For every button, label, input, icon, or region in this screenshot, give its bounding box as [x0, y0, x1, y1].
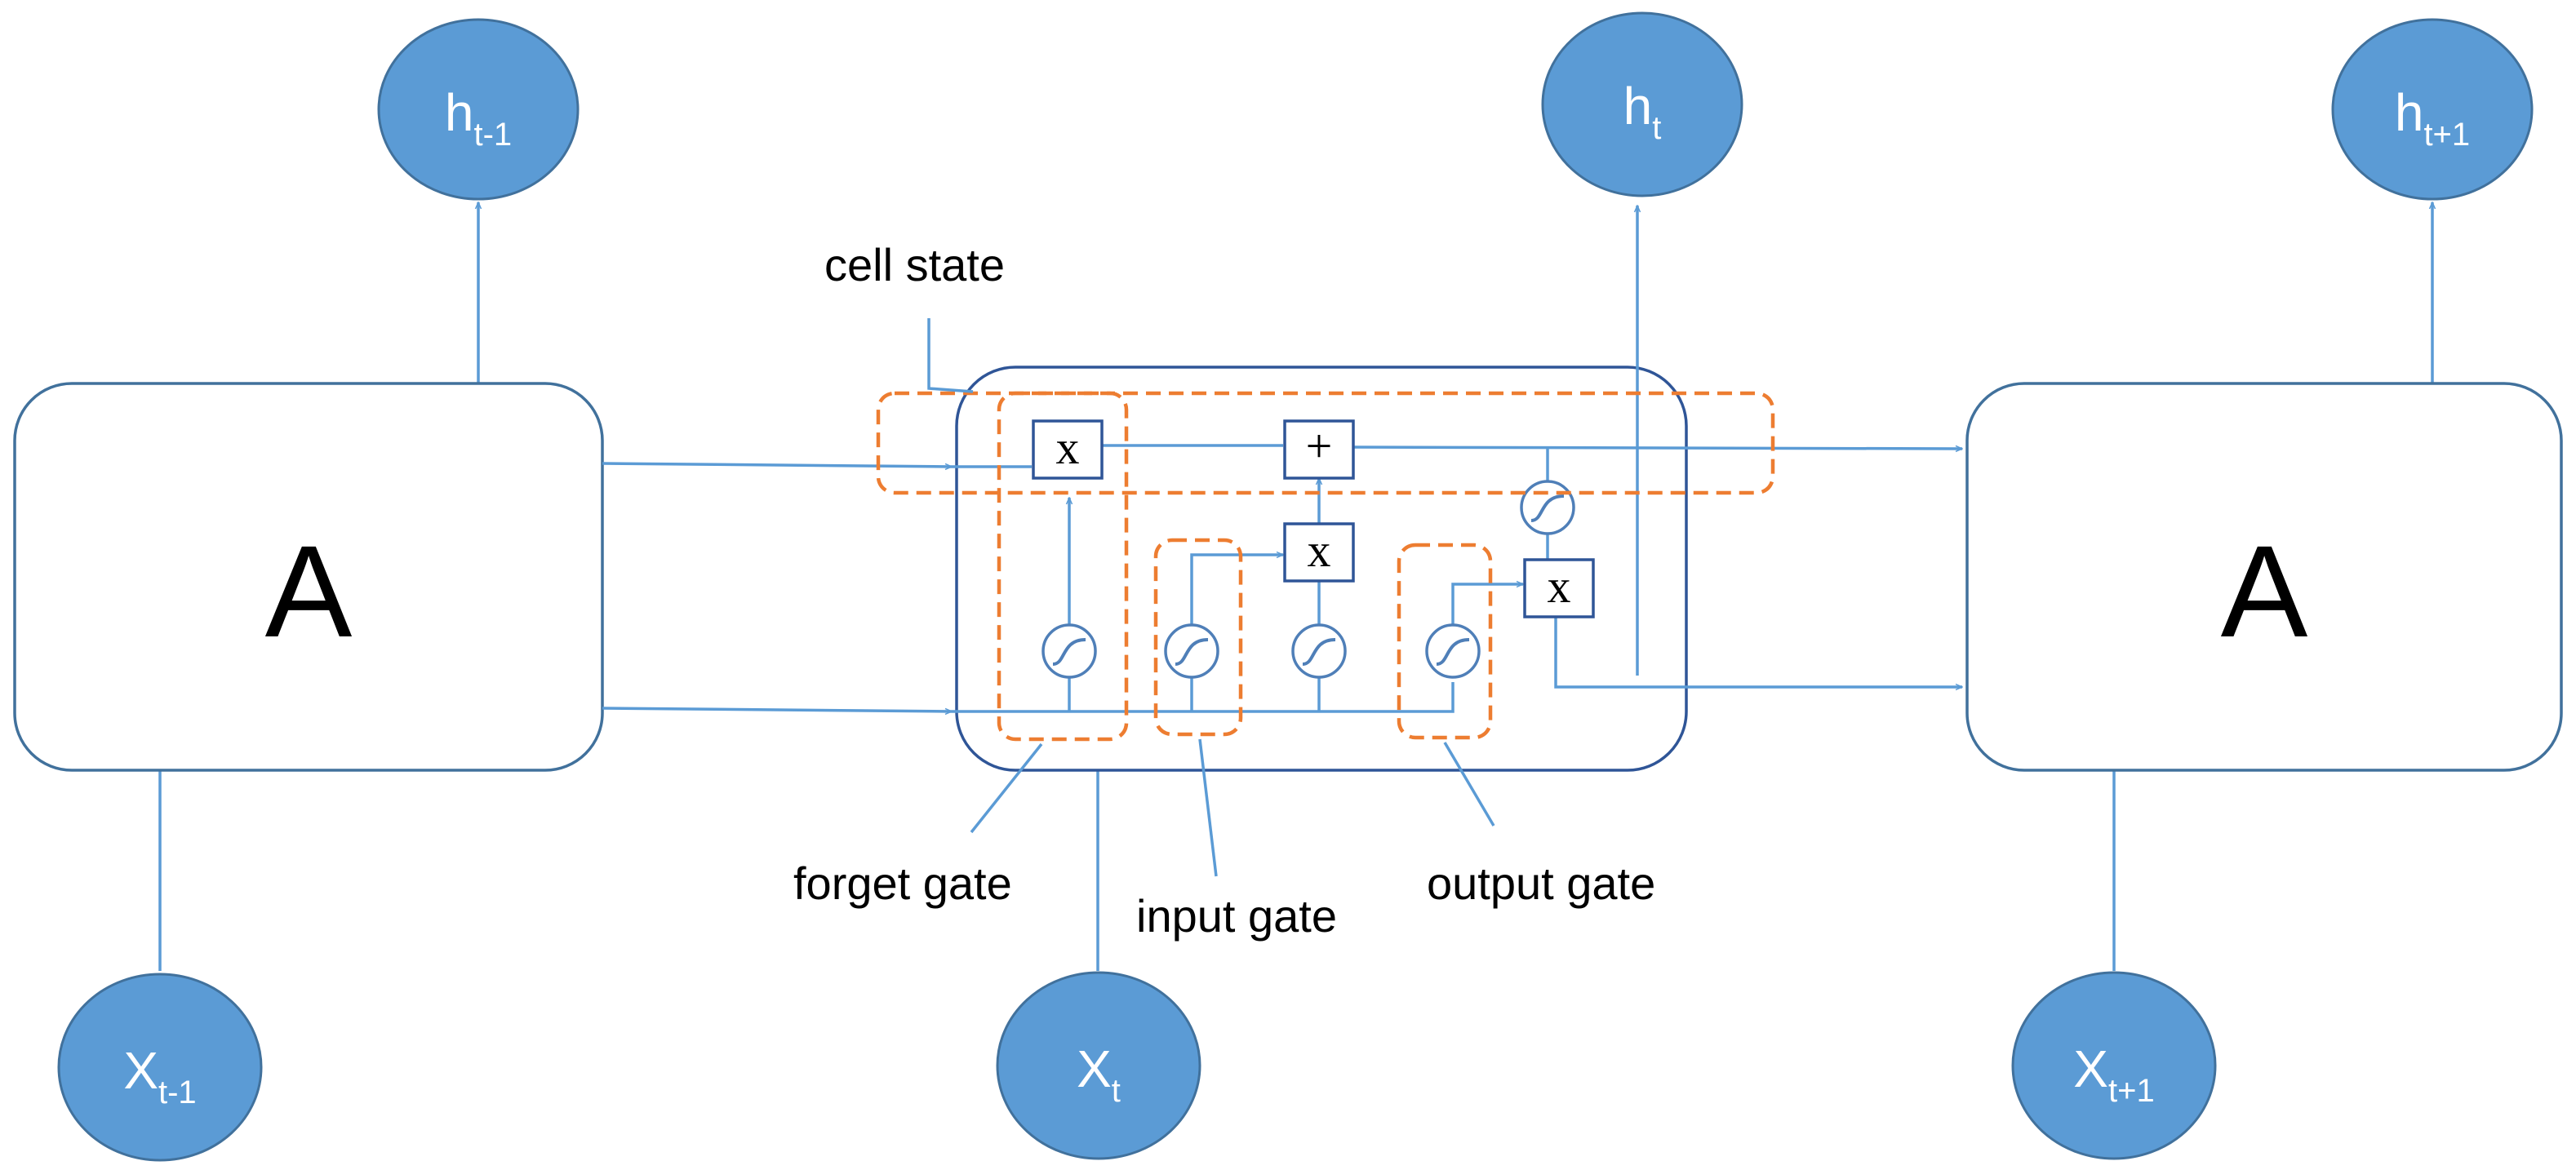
svg-text:x: x: [1308, 524, 1331, 577]
right-block: [1965, 382, 2563, 772]
x-prev-node: Xt-1: [57, 973, 263, 1162]
forget-multiply-op: x: [1032, 419, 1104, 480]
output-gate-outline: [1397, 543, 1493, 740]
input-gate-to-multiply: [1190, 555, 1283, 627]
left-block-label: A: [265, 518, 353, 664]
cell-state-outline: [876, 391, 1775, 495]
svg-text:Xt-1: Xt-1: [123, 1041, 196, 1110]
cell-state-output-arrow: [1346, 447, 1962, 449]
input-gate-pointer: [1198, 738, 1218, 877]
output-gate-pointer: [1443, 742, 1495, 827]
output-multiply-op: x: [1523, 558, 1595, 618]
forget-gate-outline: [997, 391, 1129, 742]
bottom-bus: [952, 682, 1455, 713]
svg-text:x: x: [1548, 560, 1571, 613]
left-block: [13, 382, 604, 772]
h-next-node: ht+1: [2331, 18, 2534, 201]
input-tanh-icon: [1291, 623, 1347, 679]
cell-state-pointer: [927, 318, 974, 393]
h-prev-node: ht-1: [377, 18, 580, 201]
svg-text:Xt+1: Xt+1: [2073, 1039, 2154, 1109]
forget-gate-pointer: [970, 742, 1043, 834]
input-sigmoid-icon: [1164, 623, 1219, 679]
output-gate-to-multiply: [1451, 584, 1523, 627]
input-multiply-op: x: [1283, 522, 1355, 583]
x-next-node: Xt+1: [2011, 971, 2217, 1160]
output-sigmoid-icon: [1425, 623, 1481, 679]
svg-text:ht+1: ht+1: [2395, 83, 2470, 153]
right-block-label: A: [2221, 518, 2308, 664]
cell-state-label: cell state: [824, 239, 1005, 290]
output-gate-label: output gate: [1427, 858, 1655, 909]
hidden-input-arrow: [602, 707, 952, 711]
input-gate-label: input gate: [1136, 890, 1337, 942]
svg-text:+: +: [1306, 419, 1333, 472]
cell-state-input-arrow: [602, 462, 952, 467]
x-curr-node: Xt: [996, 971, 1201, 1160]
svg-text:ht-1: ht-1: [445, 83, 512, 153]
cell-add-op: +: [1283, 419, 1355, 480]
svg-text:Xt: Xt: [1077, 1039, 1121, 1109]
forget-gate-label: forget gate: [793, 858, 1012, 909]
forget-sigmoid-icon: [1042, 623, 1097, 679]
h-curr-node: ht: [1541, 11, 1743, 197]
svg-text:ht: ht: [1623, 77, 1662, 146]
hidden-output-arrow: [1554, 612, 1962, 687]
svg-text:x: x: [1056, 421, 1080, 474]
input-gate-outline: [1153, 538, 1243, 737]
cell-tanh-icon: [1520, 480, 1575, 535]
